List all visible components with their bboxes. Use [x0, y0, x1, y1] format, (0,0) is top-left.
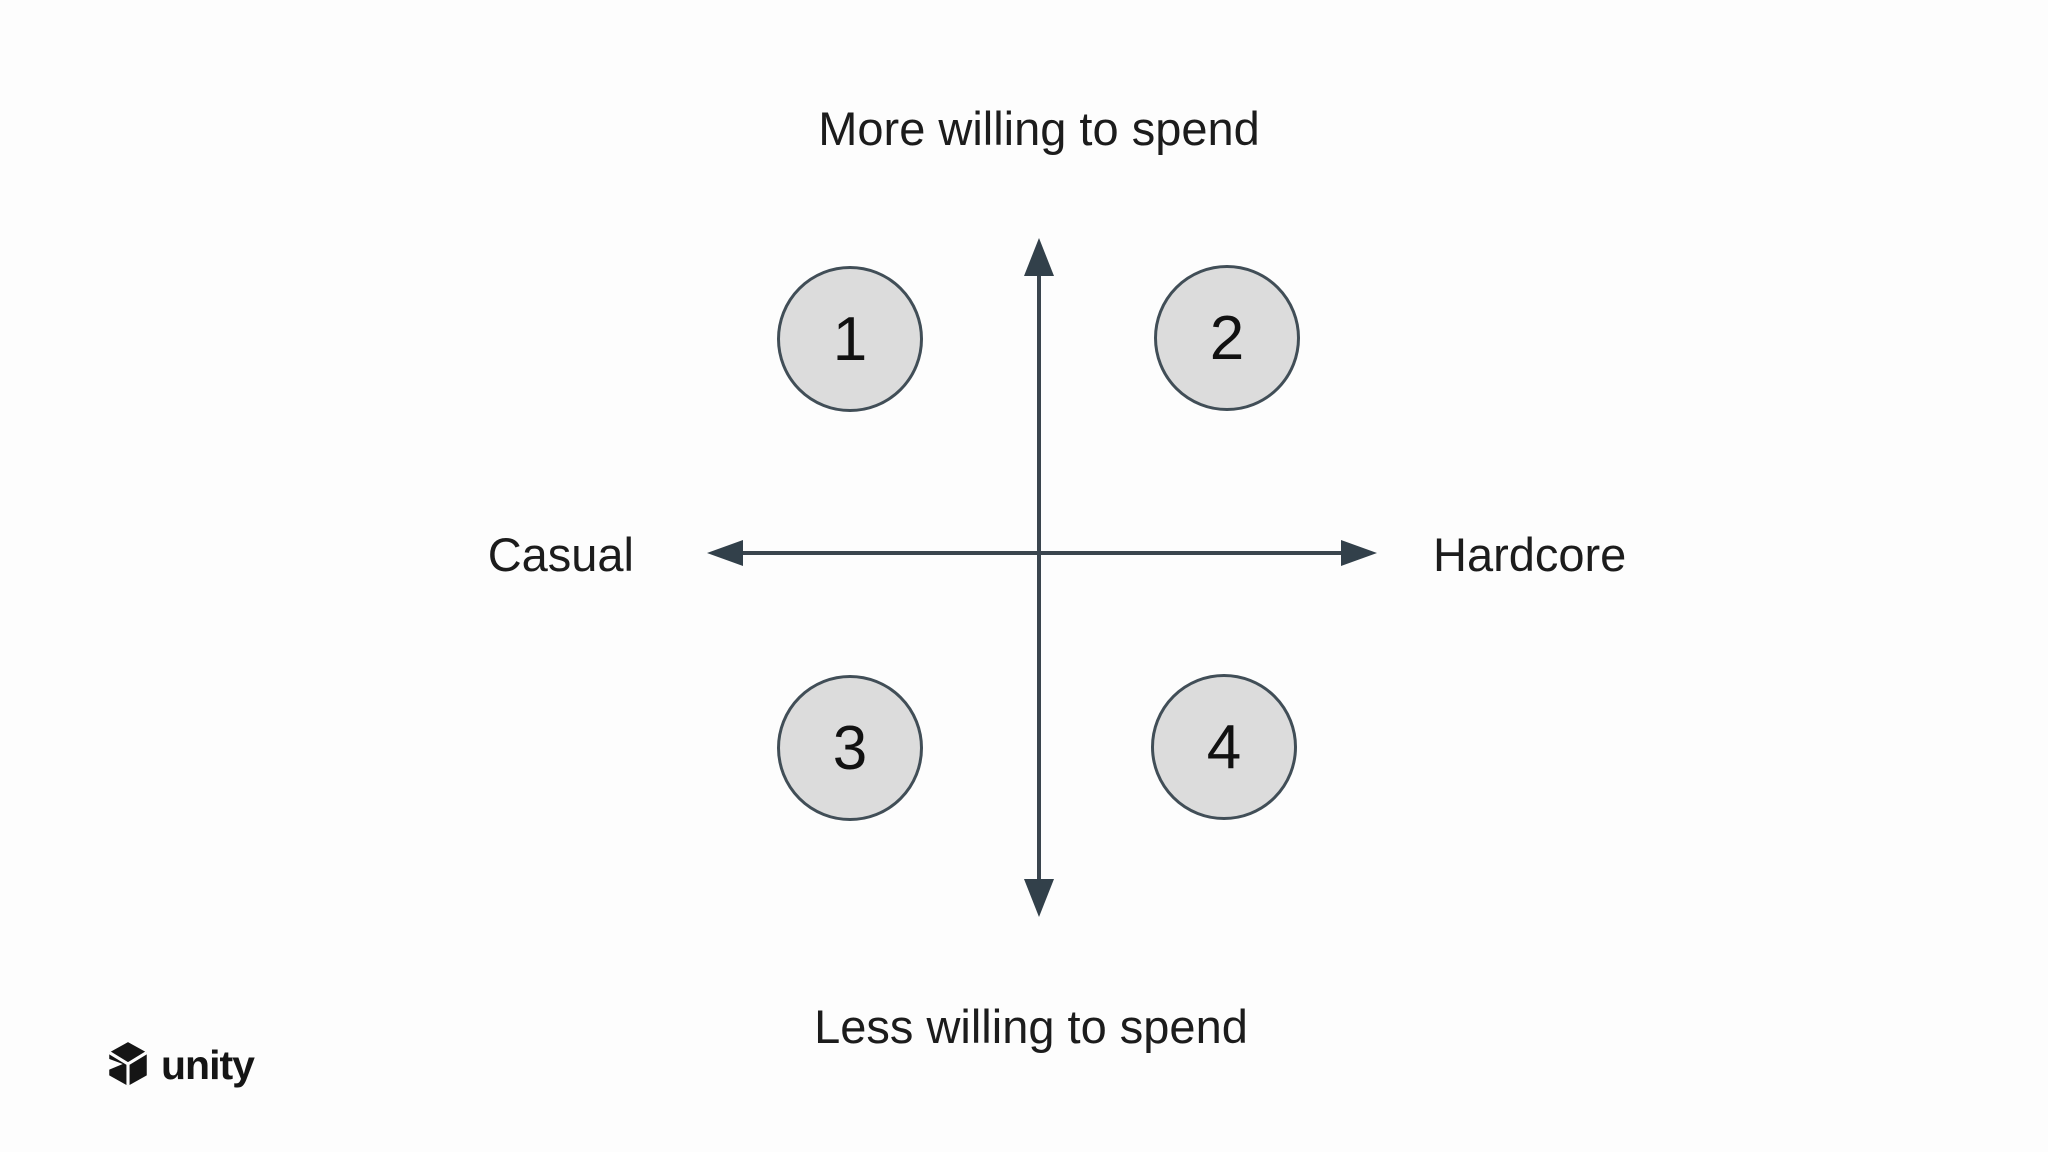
vertical-axis-line: [1037, 272, 1041, 882]
arrow-left-icon: [707, 540, 743, 566]
quadrant-circle-2: 2: [1154, 265, 1300, 411]
quadrant-number: 1: [832, 304, 868, 374]
axis-label-top: More willing to spend: [818, 102, 1260, 155]
arrow-right-icon: [1341, 540, 1377, 566]
quadrant-circle-1: 1: [777, 266, 923, 412]
unity-logo: unity: [103, 1040, 255, 1090]
quadrant-circle-4: 4: [1151, 674, 1297, 820]
axis-label-right: Hardcore: [1433, 528, 1627, 581]
quadrant-number: 4: [1206, 712, 1242, 782]
arrow-down-icon: [1024, 879, 1054, 917]
arrow-up-icon: [1024, 238, 1054, 276]
axis-label-bottom: Less willing to spend: [814, 1000, 1248, 1053]
unity-wordmark: unity: [161, 1042, 255, 1088]
unity-cube-icon: [103, 1040, 153, 1090]
quadrant-number: 2: [1209, 303, 1245, 373]
quadrant-number: 3: [832, 713, 868, 783]
horizontal-axis-line: [740, 551, 1344, 555]
quadrant-circle-3: 3: [777, 675, 923, 821]
axis-label-left: Casual: [487, 528, 634, 581]
